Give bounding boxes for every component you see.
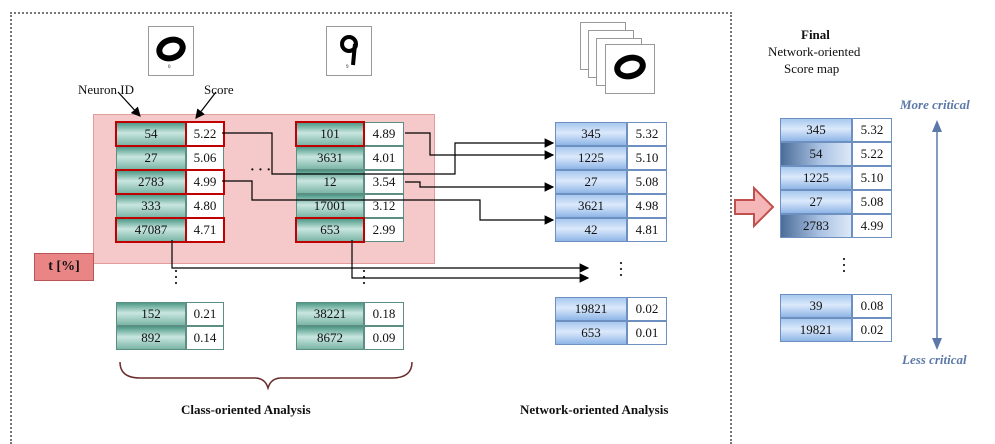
- table-row: 27 5.08: [780, 190, 892, 214]
- table-row: 345 5.32: [780, 118, 892, 142]
- score-cell: 0.01: [627, 321, 667, 345]
- neuron-id-cell: 1225: [780, 166, 852, 190]
- highlight-box: [185, 169, 225, 195]
- score-cell: 0.14: [186, 326, 224, 350]
- table-row: 8672 0.09: [296, 326, 404, 350]
- score-cell: 5.08: [852, 190, 892, 214]
- threshold-label: t [%]: [34, 253, 94, 281]
- score-cell: 0.21: [186, 302, 224, 326]
- neuron-id-cell: 345: [555, 122, 627, 146]
- vertical-ellipsis: ···: [841, 249, 847, 281]
- neuron-id-label: Neuron ID: [78, 82, 134, 97]
- vertical-ellipsis: ···: [173, 261, 179, 293]
- highlight-box: [295, 217, 365, 243]
- table-row: 2783 4.99: [780, 214, 892, 238]
- table-row: 27 5.08: [555, 170, 667, 194]
- score-cell: 4.01: [364, 146, 404, 170]
- score-cell: 5.08: [627, 170, 667, 194]
- neuron-id-cell: 27: [555, 170, 627, 194]
- neuron-id-cell: 3631: [296, 146, 364, 170]
- score-cell: 5.06: [186, 146, 224, 170]
- score-cell: 4.81: [627, 218, 667, 242]
- score-label: Score: [204, 82, 234, 97]
- score-cell: 5.32: [852, 118, 892, 142]
- neuron-id-cell: 152: [116, 302, 186, 326]
- score-cell: 0.02: [627, 297, 667, 321]
- final-subtitle-line-2: Score map: [784, 61, 840, 76]
- score-cell: 0.08: [852, 294, 892, 318]
- neuron-id-cell-highlighted: 2783: [780, 214, 852, 238]
- score-cell: 0.18: [364, 302, 404, 326]
- score-cell: 4.80: [186, 194, 224, 218]
- score-cell: 2.99: [364, 218, 404, 242]
- neuron-id-cell: 8672: [296, 326, 364, 350]
- table-row: 1225 5.10: [780, 166, 892, 190]
- table-row: 892 0.14: [116, 326, 224, 350]
- horizontal-ellipsis: · · ·: [250, 163, 272, 178]
- neuron-id-cell: 3621: [555, 194, 627, 218]
- table-row: 54 5.22: [780, 142, 892, 166]
- score-cell: 5.10: [852, 166, 892, 190]
- neuron-id-cell: 653: [555, 321, 627, 345]
- digit-image-0: 0: [148, 26, 194, 76]
- table-row: 152 0.21: [116, 302, 224, 326]
- score-cell: 4.98: [627, 194, 667, 218]
- table-row: 42 4.81: [555, 218, 667, 242]
- score-cell: 0.02: [852, 318, 892, 342]
- table-row: 38221 0.18: [296, 302, 404, 326]
- class-oriented-analysis-label: Class-oriented Analysis: [181, 402, 311, 417]
- score-cell: 5.22: [852, 142, 892, 166]
- table-row: 333 4.80: [116, 194, 224, 218]
- final-title: Final: [801, 27, 830, 42]
- neuron-id-cell: 17001: [296, 194, 364, 218]
- digit-caption-0: 0: [168, 65, 171, 70]
- neuron-id-cell: 27: [780, 190, 852, 214]
- table-row: 345 5.32: [555, 122, 667, 146]
- table-row: 19821 0.02: [780, 318, 892, 342]
- neuron-id-cell: 333: [116, 194, 186, 218]
- neuron-id-cell: 892: [116, 326, 186, 350]
- neuron-id-cell: 38221: [296, 302, 364, 326]
- table-row: 19821 0.02: [555, 297, 667, 321]
- neuron-id-cell: 19821: [780, 318, 852, 342]
- neuron-id-cell: 345: [780, 118, 852, 142]
- table-row: 1225 5.10: [555, 146, 667, 170]
- neuron-id-cell: 1225: [555, 146, 627, 170]
- less-critical-label: Less critical: [902, 352, 967, 367]
- highlight-box: [185, 121, 225, 147]
- highlight-box: [295, 121, 365, 147]
- table-row: 653 2.99: [296, 218, 404, 242]
- more-critical-label: More critical: [900, 97, 970, 112]
- score-cell: 0.09: [364, 326, 404, 350]
- neuron-id-cell-highlighted: 54: [780, 142, 852, 166]
- digit-image-9: 9: [326, 26, 372, 76]
- network-oriented-analysis-label: Network-oriented Analysis: [520, 402, 669, 417]
- vertical-ellipsis: ···: [618, 253, 624, 285]
- final-subtitle-line-1: Network-oriented: [768, 44, 861, 59]
- score-cell: 3.12: [364, 194, 404, 218]
- table-row: 3631 4.01: [296, 146, 404, 170]
- neuron-id-cell: 19821: [555, 297, 627, 321]
- neuron-id-cell: 42: [555, 218, 627, 242]
- score-cell: 5.32: [627, 122, 667, 146]
- highlight-box: [185, 217, 225, 243]
- table-row: 653 0.01: [555, 321, 667, 345]
- table-row: 39 0.08: [780, 294, 892, 318]
- vertical-ellipsis: ···: [361, 261, 367, 293]
- digit-caption-9: 9: [346, 65, 349, 70]
- score-cell: 4.99: [852, 214, 892, 238]
- table-row: 17001 3.12: [296, 194, 404, 218]
- stacked-image-front: [605, 44, 655, 94]
- analysis-region: [10, 12, 732, 444]
- neuron-id-cell: 54: [116, 122, 186, 146]
- score-cell: 5.10: [627, 146, 667, 170]
- connector-arrows: [117, 91, 942, 391]
- score-cell: 4.89: [364, 122, 404, 146]
- table-row: 3621 4.98: [555, 194, 667, 218]
- neuron-id-cell: 39: [780, 294, 852, 318]
